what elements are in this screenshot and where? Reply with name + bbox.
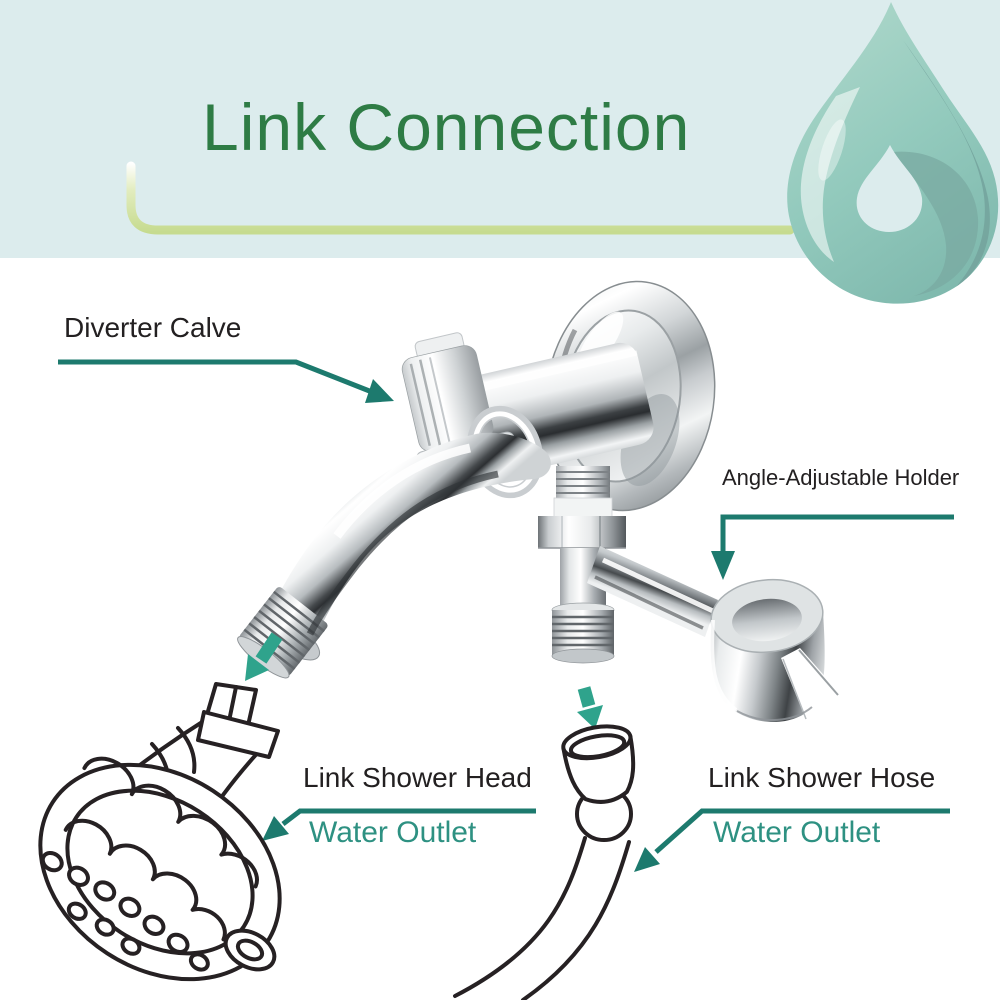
outlet-flow-arrow (577, 686, 603, 729)
holder-arrow (711, 514, 954, 580)
holder-arm (587, 546, 718, 637)
diverter-arrow (58, 359, 394, 403)
shower-hose-drawing (453, 724, 636, 1000)
page-title: Link Connection (202, 90, 691, 164)
shower-hose-arrow (634, 808, 950, 872)
shower-hose-water-outlet-label: Water Outlet (713, 816, 881, 849)
spout-flow-arrow (245, 632, 283, 681)
water-drop-icon (787, 2, 999, 304)
holder-clip (710, 578, 843, 723)
shower-head-water-outlet-label: Water Outlet (309, 816, 477, 849)
bottom-outlet (538, 466, 626, 664)
shower-head-drawing (38, 682, 282, 982)
diverter-valve-label: Diverter Calve (64, 312, 242, 343)
link-shower-hose-label: Link Shower Hose (708, 762, 936, 793)
shower-head-arrow (262, 808, 536, 841)
link-shower-head-label: Link Shower Head (303, 762, 532, 793)
faucet-illustration (237, 280, 843, 723)
banner-underline (126, 161, 795, 235)
spout (237, 432, 551, 679)
angle-adjustable-holder-label: Angle-Adjustable Holder (722, 465, 960, 490)
